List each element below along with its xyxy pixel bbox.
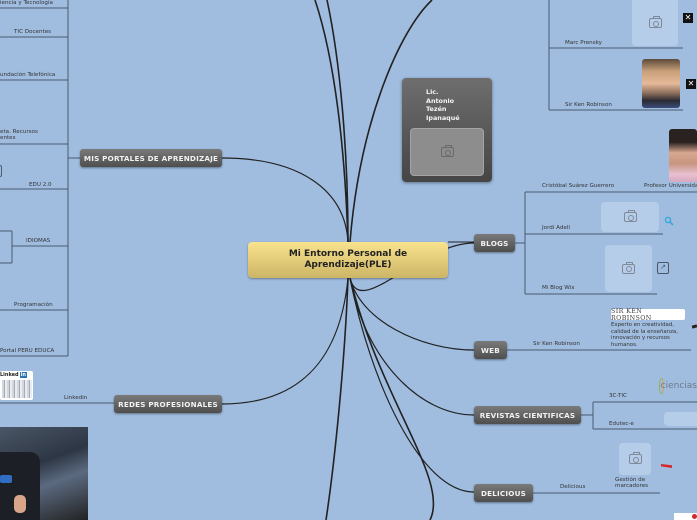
subtopic-mi-blog-wix[interactable]: Mi Blog Wix (542, 285, 575, 291)
subtopic-cristobal-suarez[interactable]: Cristóbal Suárez Guerrero (542, 183, 615, 189)
subtopic-recursos-line1: eta. Recursos (0, 129, 38, 135)
x-icon[interactable]: ✕ (686, 79, 696, 89)
edutec-image-placeholder (664, 412, 697, 426)
camera-icon (623, 210, 637, 222)
logo-ring-icon (659, 378, 664, 394)
sir-ken-robinson-photo (642, 59, 680, 108)
subtopic-sir-ken-robinson-top[interactable]: Sir Ken Robinson (565, 102, 612, 108)
marc-prensky-image-placeholder (632, 0, 678, 46)
red-arrow-icon (661, 464, 672, 468)
tablet-photo (0, 427, 88, 520)
delicious-image-placeholder (619, 443, 651, 475)
subtopic-idiomas[interactable]: IDIOMAS (26, 238, 51, 244)
subtopic-programacion[interactable]: Programación (14, 302, 53, 308)
subtopic-3c-tic[interactable]: 3C-TIC (609, 393, 627, 399)
subtopic-edu20[interactable]: EDU 2.0 (29, 182, 52, 188)
subtopic-recursos-docentes[interactable]: eta. Recursos entes (0, 129, 38, 141)
mi-blog-wix-image-placeholder (605, 245, 652, 292)
author-image-placeholder (410, 128, 484, 176)
subtopic-edutec-e[interactable]: Edutec-e (609, 421, 634, 427)
sir-ken-robinson-banner: SIR KEN ROBINSON (611, 308, 685, 322)
tablet-screen-icon (0, 475, 12, 483)
author-card[interactable]: Lic. Antonio Tezén Ipanaqué (402, 78, 492, 182)
topic-blogs[interactable]: BLOGS (474, 234, 515, 252)
3ciencias-logo: ciencias (659, 374, 697, 398)
subtopic-delicious[interactable]: Delicious (560, 484, 586, 490)
cristobal-suarez-photo (669, 129, 697, 182)
author-name: Lic. Antonio Tezén Ipanaqué (426, 88, 460, 122)
subtopic-portal-peru-educa[interactable]: Portal PERU EDUCA (0, 348, 55, 354)
x-icon[interactable]: ✕ (683, 13, 693, 23)
note-gestion-marcadores: Gestión de marcadores (615, 477, 649, 490)
subtopic-recursos-line2: entes (0, 135, 16, 141)
partial-logo (674, 513, 697, 520)
topic-delicious[interactable]: DELICIOUS (474, 484, 533, 502)
subtopic-ciencia-tecnologia[interactable]: iencia y Tecnología (0, 0, 53, 6)
camera-icon (628, 452, 642, 464)
jordi-adell-image-placeholder (601, 202, 659, 232)
partial-image-frame (0, 165, 2, 177)
subtopic-fundacion-telefonica[interactable]: undación Telefónica (0, 72, 56, 78)
logo-text: ciencias (660, 381, 697, 391)
camera-icon (648, 16, 662, 28)
topic-revistas-cientificas[interactable]: REVISTAS CIENTIFICAS (474, 406, 581, 424)
central-topic[interactable]: Mi Entorno Personal de Aprendizaje(PLE) (248, 242, 448, 278)
sir-ken-robinson-description: Experto en creatividad, calidad de la en… (611, 322, 678, 348)
subtopic-jordi-adell[interactable]: Jordi Adell (542, 225, 570, 231)
subtopic-marc-prensky[interactable]: Marc Prensky (565, 40, 602, 46)
subtopic-sir-ken-robinson-web[interactable]: Sir Ken Robinson (533, 341, 580, 347)
note-profesor-universidad: Profesor Universidad (644, 183, 697, 189)
camera-icon (622, 261, 635, 274)
external-link-icon[interactable]: ↗ (657, 262, 669, 274)
central-topic-line1: Mi Entorno Personal de (288, 249, 408, 259)
people-illustration (2, 380, 32, 398)
subtopic-tic-docentes[interactable]: TIC Docentes (14, 29, 52, 35)
subtopic-linkedin[interactable]: Linkedin (64, 395, 88, 401)
topic-mis-portales[interactable]: MIS PORTALES DE APRENDIZAJE (80, 149, 222, 167)
camera-icon (440, 145, 454, 157)
thumb (14, 495, 26, 513)
search-icon[interactable] (664, 211, 674, 226)
topic-web[interactable]: WEB (474, 341, 507, 359)
central-topic-line2: Aprendizaje(PLE) (304, 260, 392, 270)
topic-redes-profesionales[interactable]: REDES PROFESIONALES (114, 395, 222, 413)
